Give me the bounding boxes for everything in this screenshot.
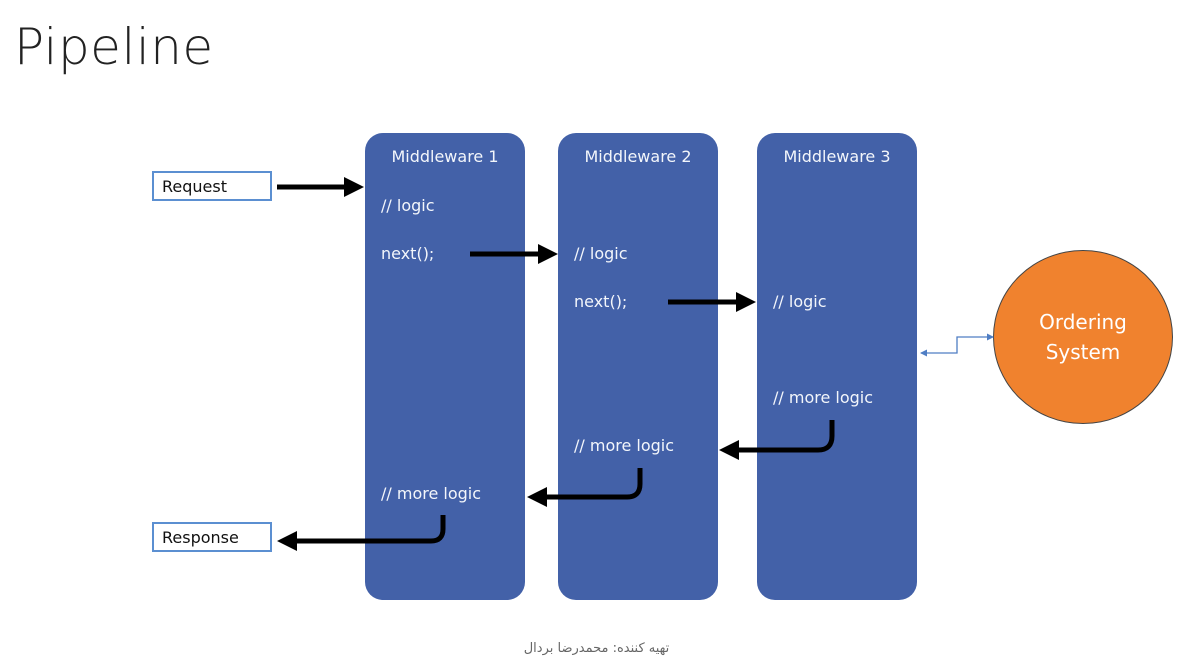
return-arrow-2-to-1 (527, 468, 643, 507)
page-title: Pipeline (14, 18, 214, 76)
middleware-2-block: Middleware 2 // logic next(); // more lo… (558, 133, 718, 600)
middleware-3-block: Middleware 3 // logic // more logic (757, 133, 917, 600)
middleware-2-more-logic: // more logic (574, 436, 675, 455)
ordering-system-label-2: System (1045, 340, 1121, 364)
middleware-3-logic: // logic (773, 292, 827, 311)
ordering-system-circle: Ordering System (993, 250, 1173, 424)
ordering-connector (920, 333, 994, 357)
return-arrow-3-to-2 (719, 420, 835, 460)
middleware-3-title: Middleware 3 (783, 147, 891, 166)
middleware-1-next: next(); (381, 244, 435, 263)
author-footer: تهیه کننده: محمدرضا بردال (523, 641, 670, 656)
middleware-3-more-logic: // more logic (773, 388, 874, 407)
middleware-1-more-logic: // more logic (381, 484, 482, 503)
request-box: Request (152, 171, 272, 201)
response-arrow (277, 515, 446, 551)
middleware-2-logic: // logic (574, 244, 628, 263)
middleware-1-title: Middleware 1 (391, 147, 499, 166)
middleware-2-next: next(); (574, 292, 628, 311)
response-box: Response (152, 522, 272, 552)
middleware-1-logic: // logic (381, 196, 435, 215)
ordering-system-label-1: Ordering (1039, 310, 1127, 334)
middleware-2-title: Middleware 2 (584, 147, 692, 166)
